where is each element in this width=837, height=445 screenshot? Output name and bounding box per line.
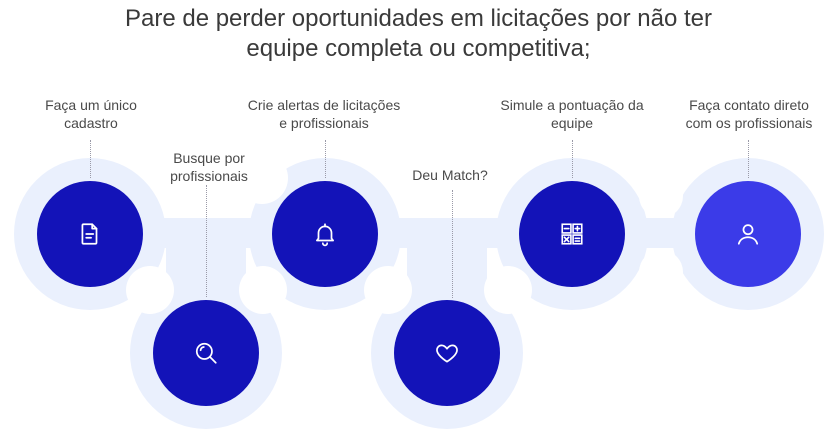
connector-alertas (325, 140, 326, 178)
calculator-icon (561, 223, 583, 245)
connector-match (452, 190, 453, 298)
heart-icon (436, 344, 458, 363)
user-icon (737, 224, 759, 245)
connector-contato (748, 140, 749, 178)
step-label-match: Deu Match? (412, 167, 488, 183)
step-node-cadastro[interactable] (37, 181, 143, 287)
step-node-contato[interactable] (695, 181, 801, 287)
step-node-match[interactable] (394, 300, 500, 406)
search-icon (195, 342, 217, 364)
step-node-busque[interactable] (153, 300, 259, 406)
connector-busque (206, 185, 207, 297)
document-icon (81, 223, 98, 245)
connector-simule (572, 140, 573, 178)
connector-cadastro (90, 140, 91, 178)
bell-icon (316, 223, 334, 247)
headline-line-1: Pare de perder oportunidades em licitaçõ… (124, 5, 712, 32)
step-node-simule[interactable] (519, 181, 625, 287)
headline: Pare de perder oportunidades em licitaçõ… (0, 4, 837, 64)
step-node-alertas[interactable] (272, 181, 378, 287)
headline-line-2: equipe completa ou competitiva; (246, 35, 591, 62)
